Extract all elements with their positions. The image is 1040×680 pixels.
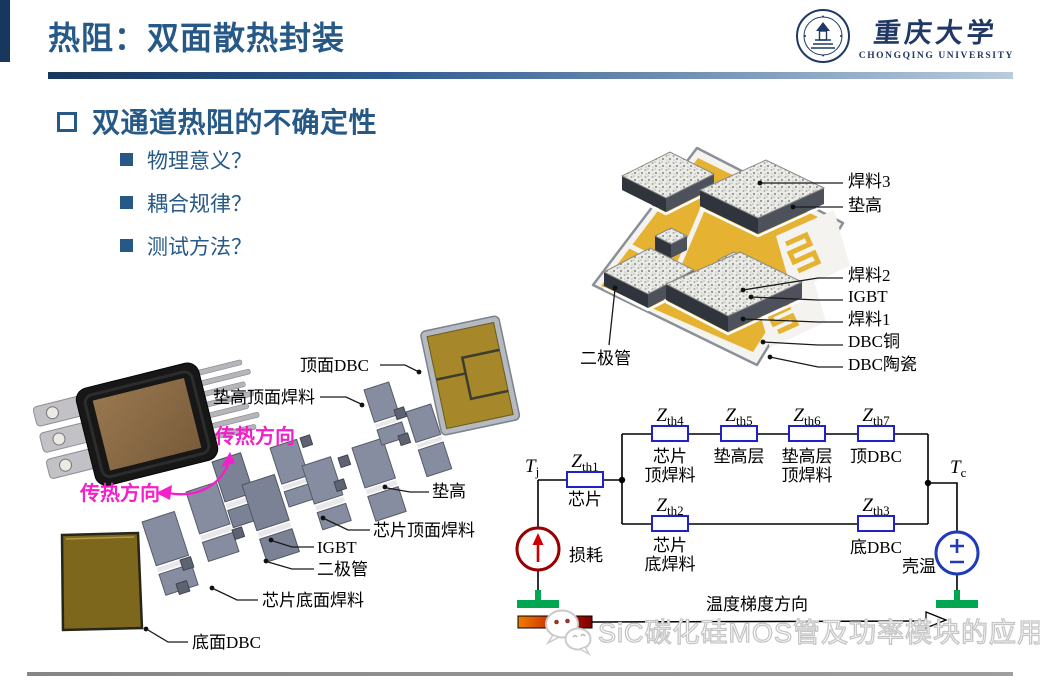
- heat-flow-label: 传热方向: [79, 481, 160, 505]
- label-solder3: 焊料3: [848, 172, 891, 191]
- resistor-name-zth7: 顶DBC: [850, 447, 902, 466]
- meander-trace: [784, 231, 822, 274]
- bullet-item: 物理意义？: [120, 149, 252, 173]
- current-source: [515, 526, 561, 572]
- resistor-name-zth5: 垫高层: [714, 447, 765, 466]
- resistor-zth4: [651, 425, 689, 442]
- wechat-icon: [545, 609, 592, 656]
- chip-stacks: [141, 381, 453, 596]
- label-igbt: IGBT: [317, 538, 357, 557]
- bottom-divider: [27, 672, 1013, 676]
- bullet-item: 耦合规律？: [120, 192, 252, 216]
- resistor-name-zth6: 垫高层顶焊料: [782, 447, 833, 485]
- resistor-name-zth3: 底DBC: [850, 538, 902, 557]
- resistor-zth5: [720, 425, 758, 442]
- module-photo: [32, 359, 260, 486]
- bullet-item: 测试方法？: [120, 235, 252, 259]
- exploded-view-figure: 传热方向 传热方向 顶面DBC 垫高顶面焊料 垫高 芯片顶面焊料 IGBT 二极…: [32, 315, 521, 652]
- z-label-zth3: Zth3: [862, 495, 889, 518]
- case-temp-label: Tc: [950, 457, 967, 480]
- label-dbc-ceramic: DBC陶瓷: [848, 355, 917, 374]
- current-source-label: 损耗: [569, 546, 603, 565]
- label-die-bottom-solder: 芯片底面焊料: [262, 591, 364, 610]
- heat-flow-label: 传热方向: [214, 424, 295, 448]
- bullet-label: 耦合规律？: [147, 192, 252, 216]
- z-label-zth7: Zth7: [862, 405, 890, 428]
- z-label-zth4: Zth4: [656, 405, 684, 428]
- label-spacer: 垫高: [848, 196, 882, 215]
- label-spacer-top-solder: 垫高顶面焊料: [213, 388, 315, 407]
- z-label-zth2: Zth2: [656, 495, 683, 518]
- voltage-source-label: 壳温: [902, 557, 936, 576]
- label-bottom-dbc: 底面DBC: [192, 633, 261, 652]
- label-diode: 二极管: [580, 349, 631, 368]
- square-bullet-icon: [120, 196, 133, 209]
- section-heading: 双通道热阻的不确定性: [57, 101, 377, 141]
- bullet-label: 测试方法？: [147, 235, 252, 259]
- left-accent-bar: [0, 0, 10, 62]
- label-solder2: 焊料2: [848, 266, 891, 285]
- z-label-zth5: Zth5: [725, 405, 752, 428]
- hollow-square-bullet-icon: [57, 112, 77, 132]
- label-diode: 二极管: [317, 560, 368, 579]
- thermal-circuit: Zth1 Zth4 Zth5 Zth6 Zth7 Zth2 Zth3 Tj Tc…: [515, 405, 980, 629]
- temp-gradient-label: 温度梯度方向: [706, 595, 808, 614]
- exploded-leaders: [143, 364, 429, 643]
- watermark: SiC碳化硅MOS管及功率模块的应用: [540, 602, 1040, 658]
- logo-seal-icon: [795, 9, 850, 63]
- solder-block: [698, 159, 826, 234]
- z-label-zth6: Zth6: [793, 405, 821, 428]
- label-die-top-solder: 芯片顶面焊料: [373, 521, 475, 540]
- z-label-zth1: Zth1: [571, 451, 598, 474]
- square-bullet-icon: [120, 153, 133, 166]
- solder-cube: [653, 227, 689, 258]
- page-title: 热阻：双面散热封装: [48, 20, 346, 56]
- package-3d-figure: 焊料3 垫高 焊料2 IGBT 焊料1 DBC铜 DBC陶瓷 二极管: [580, 146, 917, 374]
- resistor-zth1: [566, 471, 604, 488]
- solder-block: [602, 247, 696, 308]
- junction-temp-label: Tj: [525, 456, 539, 479]
- heat-flow-arrow: [156, 452, 235, 500]
- bottom-dbc-plate: [60, 531, 144, 632]
- connector-cubes: [175, 406, 412, 595]
- square-bullet-icon: [120, 239, 133, 252]
- solder-block: [620, 151, 716, 212]
- resistor-name-zth2: 芯片底焊料: [645, 536, 696, 574]
- section-heading-text: 双通道热阻的不确定性: [92, 107, 378, 138]
- label-top-dbc: 顶面DBC: [300, 356, 369, 375]
- resistor-zth3: [857, 515, 895, 532]
- label-spacer: 垫高: [432, 482, 466, 501]
- voltage-source: [934, 530, 980, 576]
- resistor-name-zth1: 芯片: [568, 490, 602, 509]
- resistor-zth2: [651, 515, 689, 532]
- ground-symbol-right: [936, 590, 978, 608]
- logo-name-en: CHONGQING UNIVERSITY: [858, 51, 1014, 61]
- title-divider: [48, 72, 1013, 79]
- resistor-zth6: [788, 425, 826, 442]
- label-solder1: 焊料1: [848, 310, 891, 329]
- label-dbc-copper: DBC铜: [848, 332, 900, 351]
- top-dbc-plate: [420, 315, 521, 436]
- ground-symbol-left: [517, 590, 559, 608]
- bullet-label: 物理意义？: [147, 149, 252, 173]
- label-igbt: IGBT: [848, 287, 888, 306]
- university-logo: 重庆大学 CHONGQING UNIVERSITY: [795, 8, 1014, 64]
- bullet-list: 物理意义？ 耦合规律？ 测试方法？: [120, 149, 252, 278]
- resistor-zth7: [857, 425, 895, 442]
- watermark-text: SiC碳化硅MOS管及功率模块的应用: [597, 617, 1040, 648]
- resistor-name-zth4: 芯片顶焊料: [645, 447, 696, 485]
- package-3d-leaders: [608, 180, 843, 368]
